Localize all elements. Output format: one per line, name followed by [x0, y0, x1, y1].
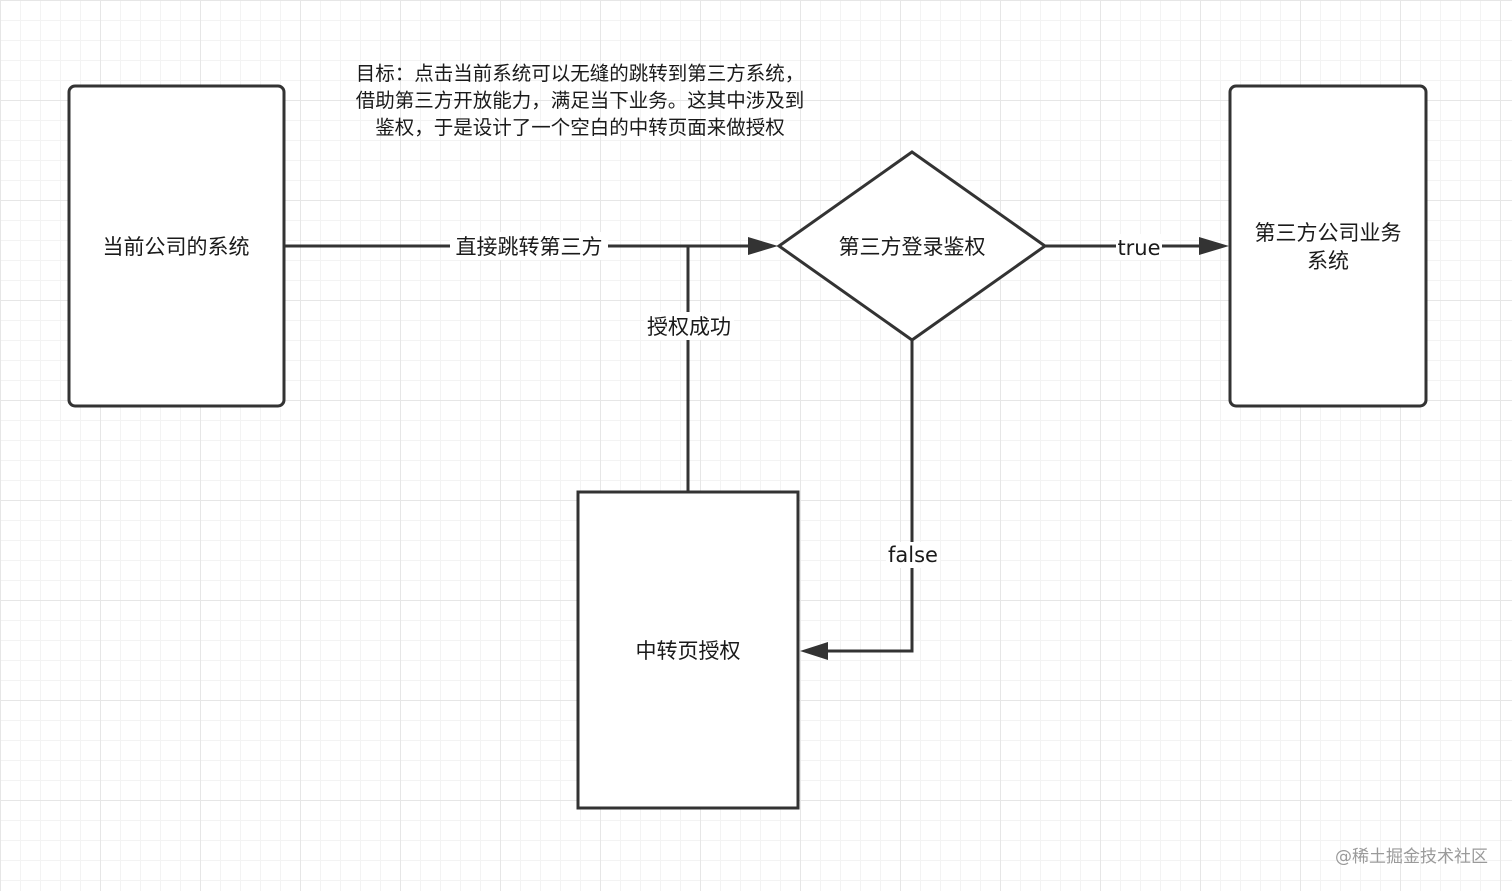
- node-third-party-business-box: [1228, 84, 1428, 408]
- edge-label-auth-success: 授权成功: [647, 315, 731, 339]
- edge-label-direct-jump: 直接跳转第三方: [456, 235, 603, 259]
- node-relay-page-box: [576, 490, 800, 810]
- decision-diamond: [776, 150, 1048, 342]
- edge-labels: 直接跳转第三方 授权成功 true false: [450, 232, 1162, 568]
- arrowhead-to-business: [1199, 237, 1229, 255]
- edge-false: [826, 340, 914, 653]
- node-third-party-business[interactable]: 第三方公司业务 系统: [1228, 84, 1428, 408]
- node-third-party-auth[interactable]: 第三方登录鉴权: [776, 150, 1048, 342]
- node-current-system-box: [67, 84, 286, 408]
- node-current-system[interactable]: 当前公司的系统: [67, 84, 286, 408]
- goal-note-line-3: 鉴权，于是设计了一个空白的中转页面来做授权: [375, 116, 785, 139]
- label-bg-auth-success: [644, 312, 734, 340]
- edge-label-false: false: [888, 543, 938, 567]
- node-third-party-business-label-line-2: 系统: [1307, 249, 1349, 273]
- goal-note-line-1: 目标：点击当前系统可以无缝的跳转到第三方系统，: [356, 62, 805, 85]
- node-relay-page[interactable]: 中转页授权: [576, 490, 800, 810]
- goal-note-line-2: 借助第三方开放能力，满足当下业务。这其中涉及到: [356, 89, 805, 112]
- arrowhead-to-auth: [748, 237, 778, 255]
- watermark: @稀土掘金技术社区: [1335, 847, 1488, 867]
- goal-note: 目标：点击当前系统可以无缝的跳转到第三方系统， 借助第三方开放能力，满足当下业务…: [356, 62, 805, 139]
- node-current-system-label: 当前公司的系统: [103, 235, 250, 259]
- label-bg-false: [886, 542, 940, 568]
- arrowhead-to-relay: [800, 642, 828, 660]
- edge-label-true: true: [1117, 236, 1160, 260]
- label-bg-true: [1116, 234, 1162, 260]
- node-third-party-business-label-line-1: 第三方公司业务: [1255, 221, 1402, 245]
- node-third-party-auth-label: 第三方登录鉴权: [839, 235, 986, 259]
- label-bg-direct-jump: [450, 232, 608, 260]
- node-relay-page-label: 中转页授权: [636, 639, 741, 663]
